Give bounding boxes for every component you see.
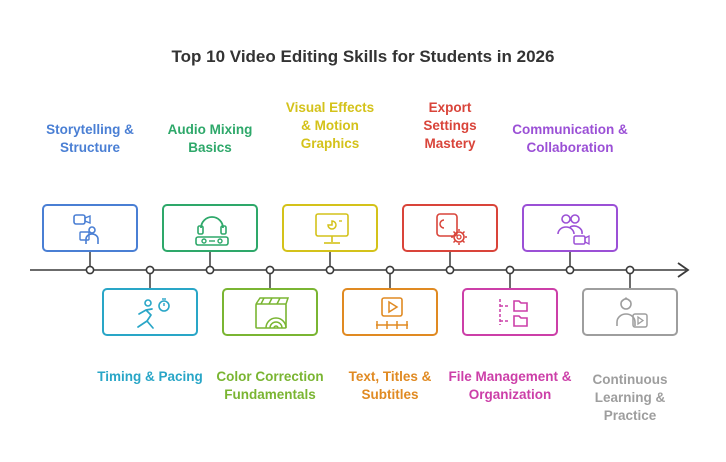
clapperboard-rainbow-icon [255, 297, 290, 329]
skill-card [342, 288, 438, 336]
skill-label: File Management & Organization [448, 369, 572, 402]
skill-card [222, 288, 318, 336]
skill-card [282, 204, 378, 252]
skill-card [462, 288, 558, 336]
skill-label: Color Correction Fundamentals [216, 369, 324, 402]
play-subtitle-icon [376, 297, 408, 329]
timeline-node [325, 265, 335, 275]
skill-card [522, 204, 618, 252]
skill-label: Text, Titles & Subtitles [348, 369, 432, 402]
skill-label: Export Settings Mastery [423, 100, 477, 151]
skill-card [582, 288, 678, 336]
learner-play-icon [616, 297, 648, 328]
storyboard-person-icon [73, 214, 99, 244]
timeline-arrowhead [677, 262, 690, 278]
skill-card [42, 204, 138, 252]
timeline-node [265, 265, 275, 275]
timeline-node [625, 265, 635, 275]
timeline-node [145, 265, 155, 275]
diagram-title: Top 10 Video Editing Skills for Students… [171, 47, 555, 66]
skill-card [102, 288, 198, 336]
monitor-effects-icon [315, 213, 349, 244]
skill-card [402, 204, 498, 252]
skill-label: Storytelling & Structure [46, 122, 134, 155]
people-video-icon [557, 214, 590, 246]
skill-label: Visual Effects & Motion Graphics [285, 100, 375, 151]
skill-card [162, 204, 258, 252]
skill-label: Continuous Learning & Practice [592, 372, 668, 423]
timeline-node [205, 265, 215, 275]
timeline-node [85, 265, 95, 275]
export-gear-icon [436, 213, 467, 245]
headphones-mixer-icon [195, 216, 229, 246]
skill-label: Audio Mixing Basics [167, 122, 253, 155]
timeline-node [565, 265, 575, 275]
skill-label: Communication & Collaboration [512, 122, 628, 155]
running-stopwatch-icon [137, 298, 170, 329]
folder-tree-icon [499, 299, 528, 327]
timeline-node [505, 265, 515, 275]
timeline-node [385, 265, 395, 275]
timeline-node [445, 265, 455, 275]
skill-label: Timing & Pacing [97, 369, 203, 384]
